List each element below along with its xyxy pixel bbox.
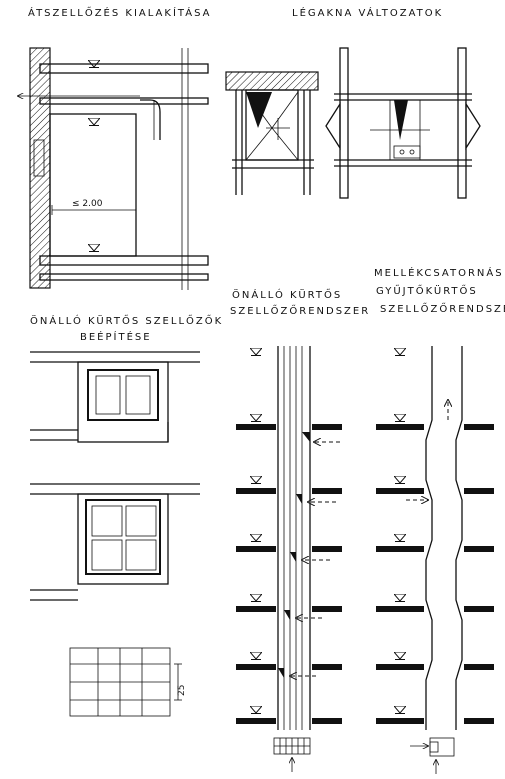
title-independent-line1: ÖNÁLLÓ KÜRTŐS (232, 290, 343, 301)
module-height-dimension: 25 (177, 685, 187, 696)
room-outline (49, 113, 137, 257)
title-cross-ventilation: ÁTSZELLŐZÉS KIALAKÍTÁSA (28, 8, 212, 19)
title-installation-line1: ÖNÁLLÓ KÜRTŐS SZELLŐZŐK (30, 316, 224, 327)
upper-ceiling (39, 97, 209, 105)
collector-flue-system (376, 346, 494, 774)
title-collector-line1: MELLÉKCSATORNÁS (374, 268, 504, 279)
independent-flue-system (236, 346, 342, 772)
title-shaft-variants: LÉGAKNA VÁLTOZATOK (292, 8, 444, 19)
window (33, 139, 45, 177)
installation-detail-elevation (69, 647, 182, 717)
shaft-variant-b (325, 47, 481, 199)
installation-detail-single (30, 351, 200, 443)
title-installation-line2: BEÉPÍTÉSE (80, 332, 152, 343)
shaft-variant-a (225, 71, 319, 195)
duct-bend (140, 99, 161, 140)
title-collector-line3: SZELLŐZŐRENDSZER (380, 304, 505, 315)
installation-detail-double (30, 483, 200, 601)
outer-wall (29, 47, 51, 289)
room-depth-dimension: ≤ 2.00 (72, 199, 103, 209)
upper-floor-slab (39, 63, 209, 74)
title-independent-line2: SZELLŐZŐRENDSZER (230, 306, 371, 317)
title-collector-line2: GYŰJTŐKÜRTŐS (376, 286, 478, 297)
cross-ventilation-section (18, 47, 209, 290)
lower-floor-slab (39, 255, 209, 266)
lower-ceiling (39, 273, 209, 281)
